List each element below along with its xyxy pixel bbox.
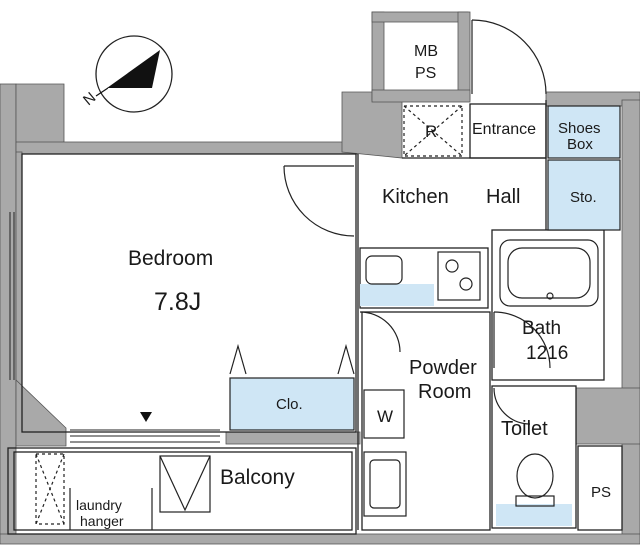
refrigerator-label: R bbox=[425, 122, 437, 141]
balcony-unit-box bbox=[35, 453, 65, 525]
balcony-inner-outline bbox=[13, 451, 353, 531]
shoes-box-label-line1: Shoes bbox=[558, 120, 601, 137]
storage-label: Sto. bbox=[570, 189, 597, 206]
washer-box bbox=[363, 389, 405, 439]
outdoor-unit-box bbox=[159, 455, 211, 513]
toilet-room-outline bbox=[491, 385, 577, 529]
storage-fill bbox=[547, 159, 621, 231]
bath-door-swing bbox=[493, 311, 551, 369]
bedroom-door-swing bbox=[283, 165, 355, 237]
wash-basin-inner-icon bbox=[369, 459, 401, 509]
refrigerator-cross-b bbox=[403, 105, 463, 157]
kitchen-label: Kitchen bbox=[382, 186, 449, 208]
closet-door-left bbox=[229, 343, 247, 375]
entrance-box bbox=[469, 103, 547, 159]
bathtub-icon bbox=[499, 239, 599, 307]
balcony-outline bbox=[7, 447, 357, 535]
kitchen-counter bbox=[359, 247, 489, 309]
balcony-label: Balcony bbox=[220, 466, 295, 489]
bath-label: Bath bbox=[522, 318, 561, 339]
burner-b-icon bbox=[459, 277, 473, 291]
wall-bottom-left-block bbox=[15, 379, 67, 447]
outdoor-unit-v bbox=[159, 455, 211, 512]
laundry-hanger-label-line2: hanger bbox=[80, 513, 124, 529]
powder-room-label-line2: Room bbox=[418, 381, 471, 403]
kitchen-sink-icon bbox=[365, 255, 403, 285]
powder-room-outline bbox=[361, 311, 491, 531]
compass-north-label: N bbox=[80, 89, 99, 109]
wall-mbps-bottom bbox=[371, 89, 471, 103]
interior-lines bbox=[7, 100, 623, 535]
wall-mbps-left bbox=[371, 11, 385, 101]
bedroom-label: Bedroom bbox=[128, 247, 213, 270]
wall-bedroom-top bbox=[15, 141, 359, 155]
balcony-unit-cross-b bbox=[35, 453, 65, 525]
entrance-door-swing bbox=[471, 19, 547, 95]
compass-tail bbox=[95, 87, 109, 97]
shoes-box-label-line2: Box bbox=[567, 136, 593, 153]
washer-label: W bbox=[377, 407, 393, 426]
stove-icon bbox=[437, 251, 481, 301]
bathtub-inner-icon bbox=[507, 247, 591, 299]
powder-door-swing bbox=[359, 311, 401, 353]
toilet-label: Toilet bbox=[501, 418, 548, 440]
wall-bottom bbox=[0, 533, 640, 545]
closet-door-right bbox=[337, 343, 355, 375]
compass-needle bbox=[107, 50, 160, 88]
wall-mbps-top bbox=[371, 11, 469, 23]
toilet-bottom-fill bbox=[496, 504, 572, 526]
doors bbox=[229, 19, 551, 425]
wall-right bbox=[621, 99, 640, 543]
windows bbox=[9, 212, 220, 443]
compass: N bbox=[80, 35, 173, 113]
shoes-box-fill bbox=[547, 105, 621, 159]
walls bbox=[0, 11, 640, 545]
bath-size-label: 1216 bbox=[526, 343, 568, 364]
labels: Bedroom 7.8J Kitchen Hall Entrance Shoes… bbox=[76, 43, 611, 529]
mbps-label-line1: MB bbox=[414, 43, 438, 60]
storage-fills bbox=[229, 105, 621, 526]
toilet-door-swing bbox=[493, 387, 531, 425]
wash-basin-icon bbox=[363, 451, 407, 517]
bedroom-size-label: 7.8J bbox=[154, 288, 201, 316]
hall-label: Hall bbox=[486, 186, 520, 208]
bedroom-outline bbox=[21, 153, 357, 433]
closet-label: Clo. bbox=[276, 396, 303, 413]
sink-counter-fill bbox=[360, 284, 434, 306]
window-arrow-icon bbox=[140, 412, 152, 422]
wall-center bbox=[225, 431, 361, 445]
powder-room-label-line1: Powder bbox=[409, 357, 477, 379]
wall-right-block bbox=[575, 387, 640, 445]
entrance-label: Entrance bbox=[472, 121, 536, 138]
wall-mbps-right bbox=[457, 11, 471, 101]
burner-a-icon bbox=[445, 259, 459, 273]
laundry-hanger-label-line1: laundry bbox=[76, 497, 122, 513]
closet-fill bbox=[229, 377, 355, 431]
ps-label: PS bbox=[591, 484, 611, 501]
bath-drain-icon bbox=[546, 292, 554, 300]
fixtures bbox=[35, 105, 599, 530]
mbps-label-line2: PS bbox=[415, 65, 436, 82]
toilet-tank-icon bbox=[515, 495, 555, 507]
toilet-bowl-icon bbox=[516, 453, 554, 499]
ps-room-outline bbox=[577, 445, 623, 531]
